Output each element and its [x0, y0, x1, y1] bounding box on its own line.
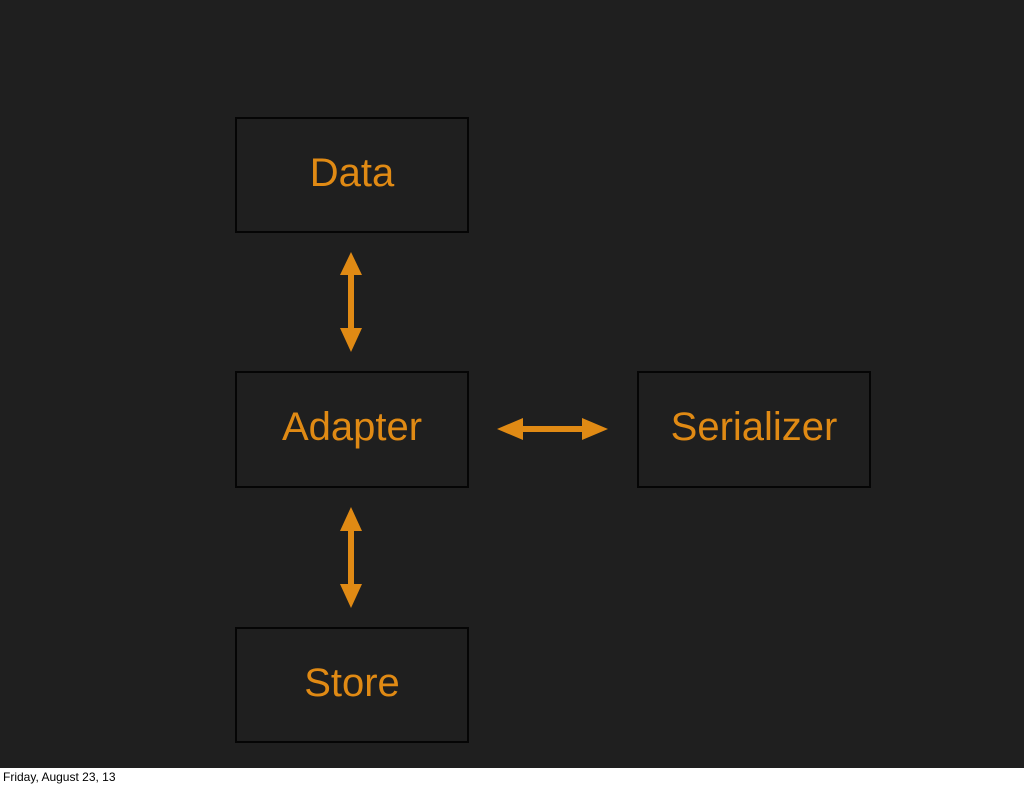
node-store: Store: [235, 627, 469, 743]
node-adapter-label: Adapter: [281, 405, 423, 449]
node-data-label: Data: [309, 150, 395, 195]
node-data: Data: [235, 117, 469, 233]
node-serializer: Serializer: [637, 371, 871, 488]
node-store-label: Store: [304, 660, 400, 705]
edge-adapter-serializer-arrow: [497, 418, 608, 440]
node-serializer-label: Serializer: [670, 405, 838, 449]
slide: Data Adapter Serializer Store: [0, 0, 1024, 768]
diagram-edges: [340, 252, 608, 608]
edge-data-adapter-arrow: [340, 252, 362, 352]
slide-date-footer: Friday, August 23, 13: [3, 770, 116, 784]
node-adapter: Adapter: [235, 371, 469, 488]
edge-adapter-store-arrow: [340, 507, 362, 608]
